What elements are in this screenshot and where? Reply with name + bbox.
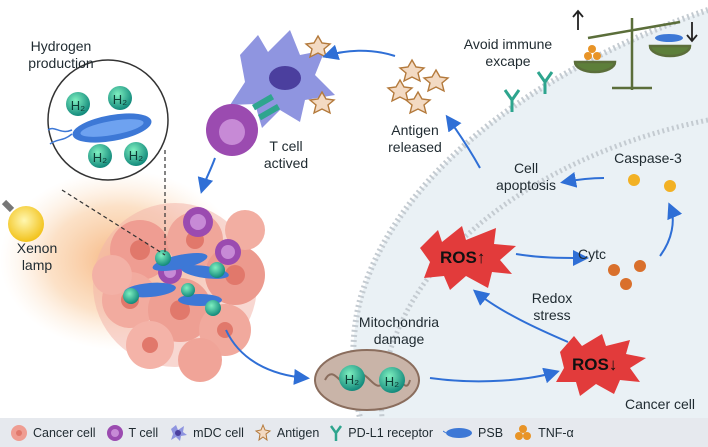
legend-item-t-cell: T cell bbox=[106, 424, 159, 442]
legend-item-tnf: TNF-α bbox=[513, 424, 574, 442]
cytc-dots bbox=[608, 260, 646, 290]
antigen-icon bbox=[254, 423, 272, 441]
t-cell-activated bbox=[206, 94, 281, 156]
cytc-label: Cytc bbox=[578, 246, 606, 262]
legend-label: mDC cell bbox=[193, 425, 244, 440]
pd-l1-receptor-icon bbox=[330, 424, 343, 441]
legend-label: T cell bbox=[128, 425, 159, 440]
arrow-cytc-to-caspase bbox=[659, 202, 683, 257]
tumor-cluster bbox=[92, 203, 265, 382]
legend-item-psb: PSB bbox=[443, 426, 503, 440]
xenon-lamp-bulb bbox=[1, 199, 44, 242]
legend-label: Antigen bbox=[276, 425, 320, 440]
legend-item-antigen: Antigen bbox=[254, 423, 320, 442]
arrow-rosdown-to-rosup bbox=[472, 289, 569, 343]
h2-label: H₂ bbox=[112, 92, 128, 107]
legend-label: PD-L1 receptor bbox=[348, 425, 434, 440]
diagram-artwork bbox=[0, 7, 708, 418]
ros-up-label: ROS↑ bbox=[440, 248, 486, 267]
antigen-stars bbox=[304, 34, 450, 115]
ros-down-label: ROS↓ bbox=[572, 355, 618, 374]
tnf-alpha-icon bbox=[515, 424, 532, 440]
legend-label: PSB bbox=[478, 425, 504, 440]
arrow-caspase-to-apoptosis bbox=[560, 171, 605, 188]
mitochondrion bbox=[314, 349, 420, 411]
mdc-cell-icon bbox=[171, 424, 188, 441]
legend-item-cancer-cell: Cancer cell bbox=[10, 424, 96, 442]
h2-label: H₂ bbox=[384, 374, 400, 389]
arrow-mito-to-ros bbox=[429, 367, 560, 384]
balance-scale bbox=[572, 9, 698, 90]
legend-bar: Cancer cell T cell mDC cell Antigen PD-L… bbox=[0, 418, 708, 447]
ros-up-burst bbox=[420, 226, 516, 290]
arrow-apoptosis-to-antigen bbox=[445, 114, 481, 169]
h2-label: H₂ bbox=[92, 150, 108, 165]
t-cell-icon bbox=[106, 424, 123, 441]
cancer-cell-icon bbox=[11, 424, 27, 441]
legend-item-mdc-cell: mDC cell bbox=[168, 423, 244, 443]
arrow-rosup-to-cytc bbox=[515, 249, 589, 266]
cancer-cell-label: Cancer cell bbox=[624, 396, 696, 412]
arrow-antigen-to-mdc bbox=[322, 44, 396, 61]
psb-bacterium-zoom bbox=[47, 113, 152, 145]
psb-icon bbox=[443, 427, 473, 438]
caspase-dots bbox=[628, 174, 676, 192]
h2-molecules bbox=[66, 86, 148, 168]
h2-label: H₂ bbox=[344, 372, 360, 387]
arrow-tumor-to-mito bbox=[225, 329, 310, 385]
h2-label: H₂ bbox=[128, 148, 144, 163]
ros-down-burst bbox=[556, 334, 646, 396]
arrow-tcell-to-tumor bbox=[197, 157, 216, 194]
caspase-3-label: Caspase-3 bbox=[614, 150, 682, 166]
legend-item-pd-l1: PD-L1 receptor bbox=[329, 424, 433, 442]
legend-label: Cancer cell bbox=[33, 425, 96, 440]
cancer-cell-region bbox=[353, 10, 708, 418]
h2-label: H₂ bbox=[70, 98, 86, 113]
pd-l1-receptors bbox=[503, 71, 554, 112]
legend-label: TNF-α bbox=[538, 425, 574, 440]
